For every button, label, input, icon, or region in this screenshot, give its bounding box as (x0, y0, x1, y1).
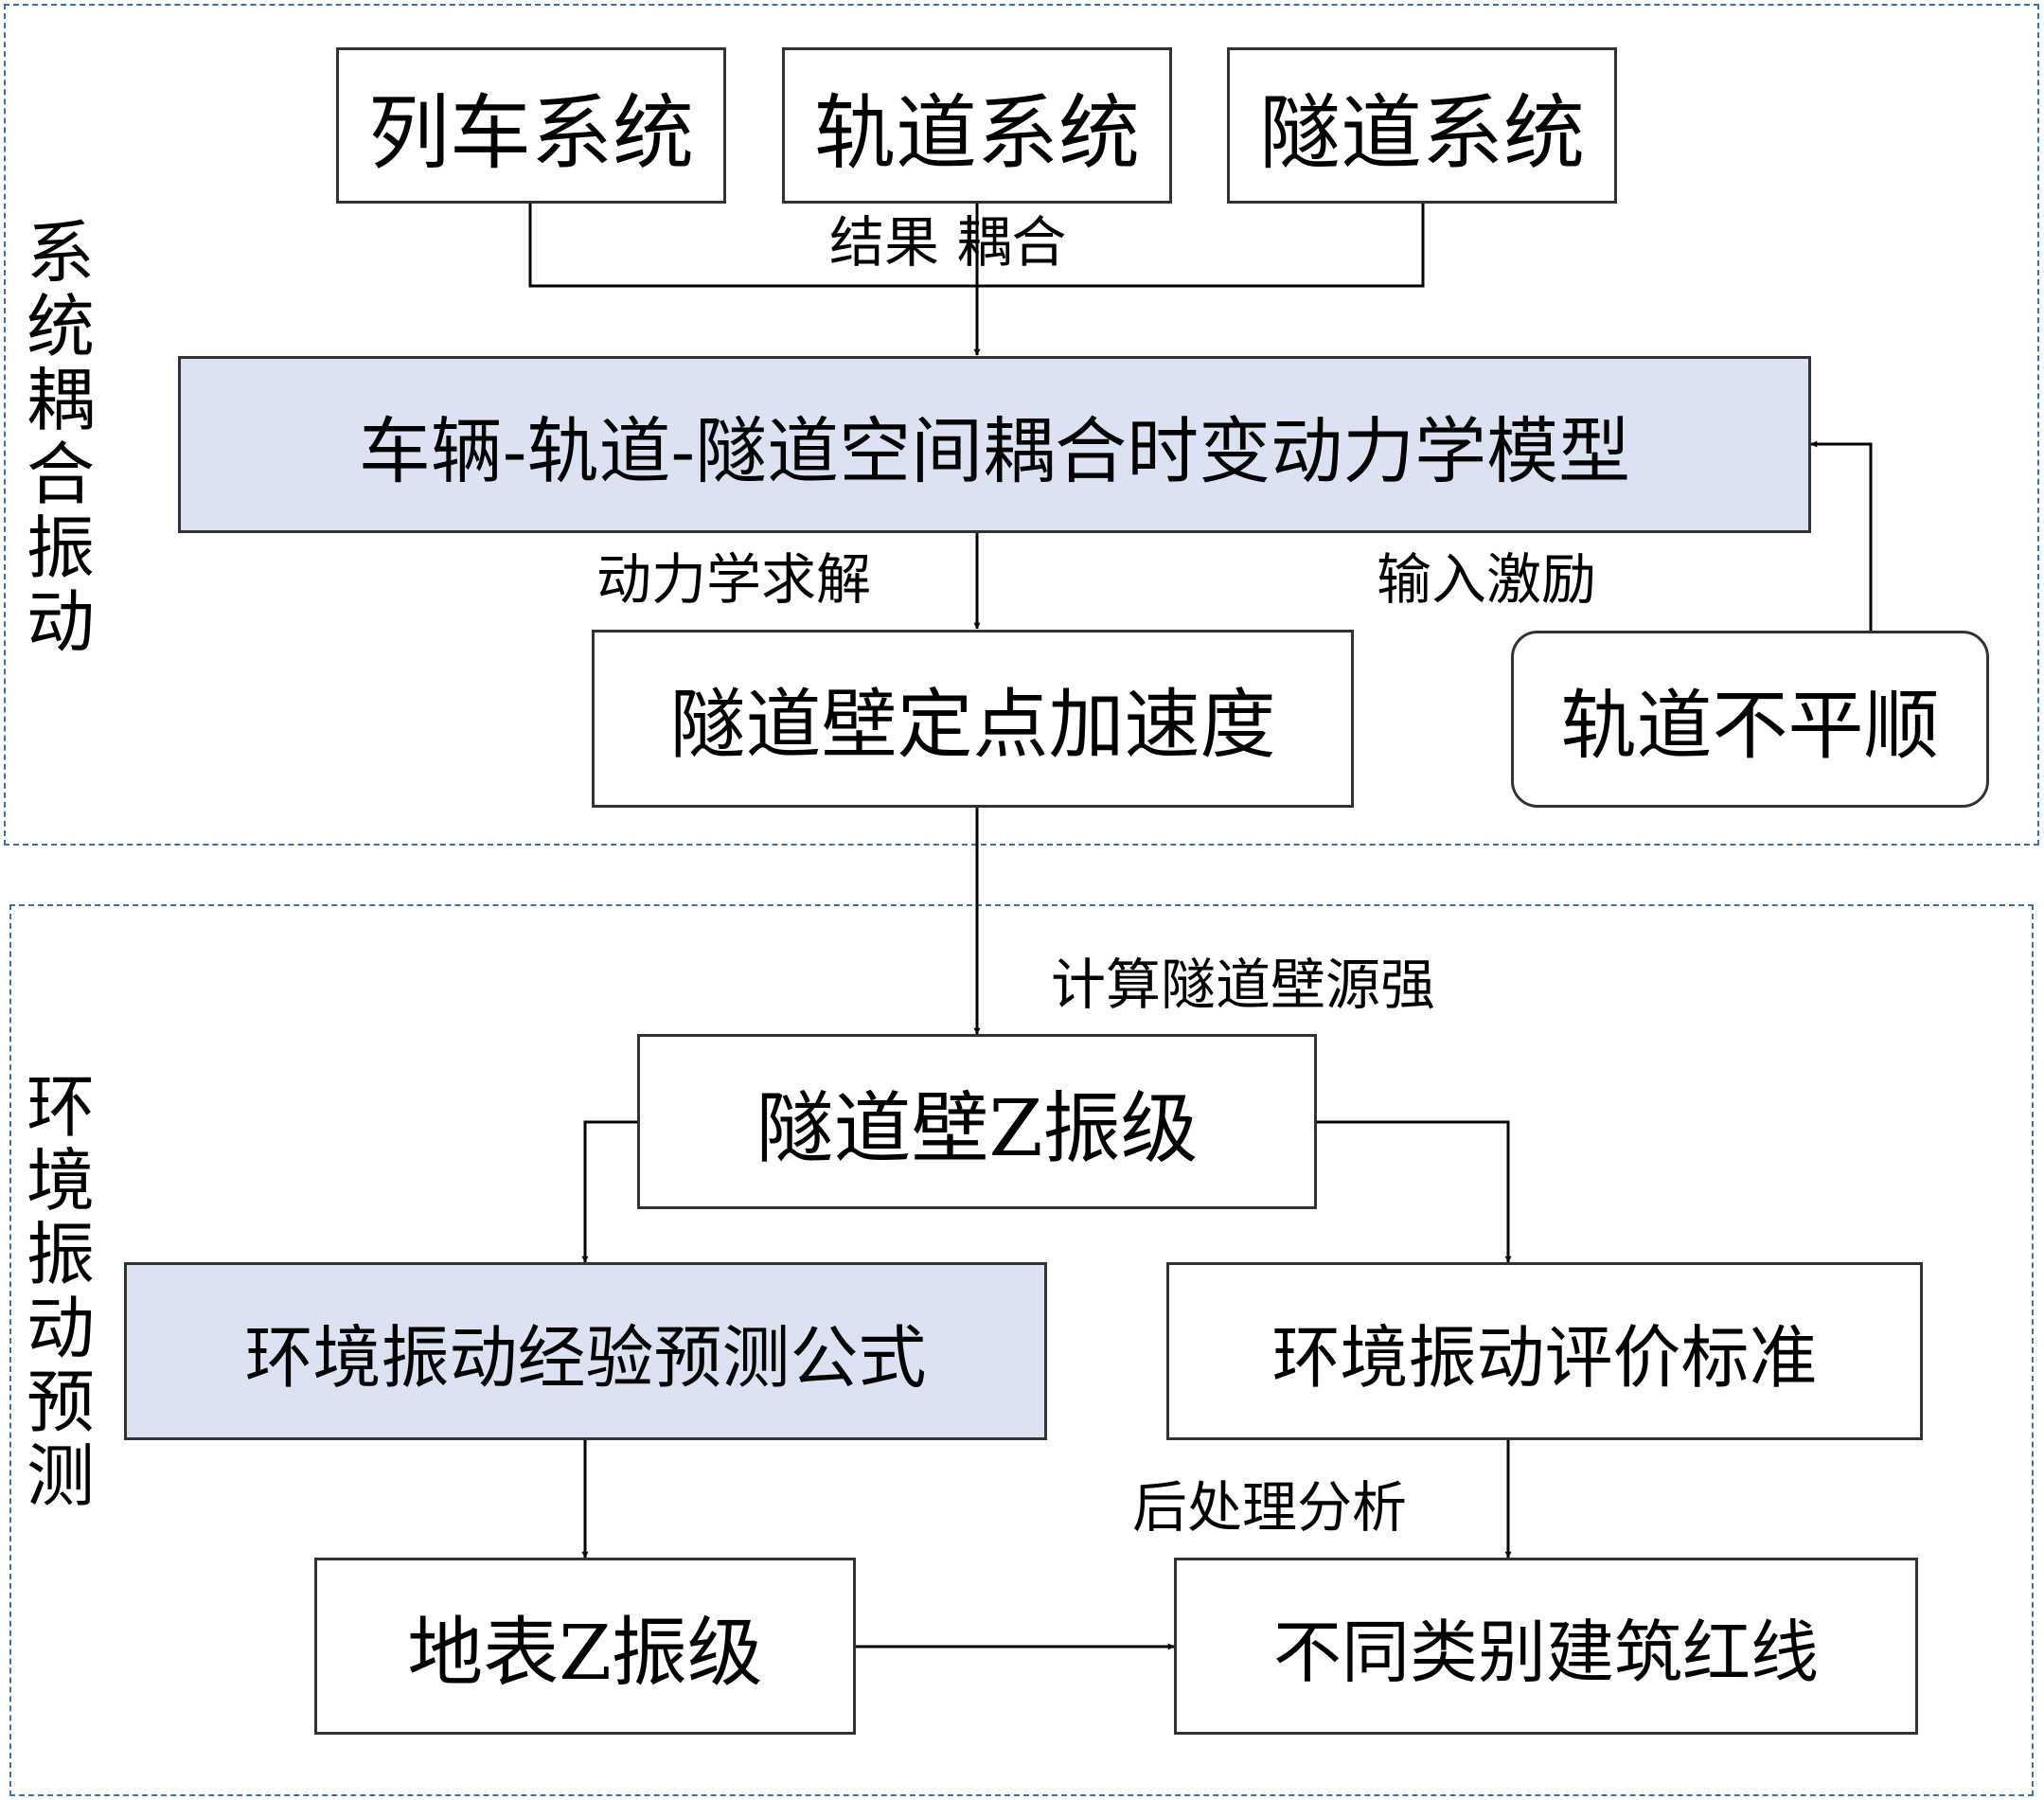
group-environment-prediction (9, 904, 2034, 1796)
node-evaluation-standard: 环境振动评价标准 (1166, 1262, 1923, 1440)
edge-label-dynamics-solve: 动力学求解 (596, 547, 872, 612)
node-surface-z-level: 地表Z振级 (314, 1558, 856, 1735)
group-label-coupling: 系统耦合振动 (26, 213, 95, 662)
edge-label-compute-source: 计算隧道壁源强 (1051, 953, 1436, 1017)
arrow-irregularity-to-model (1810, 440, 1873, 631)
group-label-environment: 环境振动预测 (26, 1067, 95, 1516)
arrow-wall-z-to-formula (581, 1120, 637, 1263)
node-empirical-formula: 环境振动经验预测公式 (124, 1262, 1047, 1440)
node-wall-z-level: 隧道壁Z振级 (637, 1034, 1317, 1209)
node-wall-acceleration: 隧道壁定点加速度 (592, 630, 1354, 808)
arrow-wall-z-to-standard (1317, 1120, 1512, 1263)
edge-label-input-excitation: 输入激励 (1377, 547, 1597, 612)
edge-label-post-process: 后处理分析 (1132, 1475, 1408, 1540)
edge-label-result-coupling: 结果 耦合 (829, 210, 1067, 275)
node-coupled-dynamics-model: 车辆-轨道-隧道空间耦合时变动力学模型 (178, 356, 1811, 533)
node-track-system: 轨道系统 (782, 47, 1172, 204)
node-track-irregularity: 轨道不平顺 (1511, 631, 1989, 808)
node-train-system: 列车系统 (336, 47, 726, 204)
node-building-redline: 不同类别建筑红线 (1174, 1558, 1918, 1735)
node-tunnel-system: 隧道系统 (1227, 47, 1617, 204)
group-coupling-vibration (4, 4, 2039, 846)
